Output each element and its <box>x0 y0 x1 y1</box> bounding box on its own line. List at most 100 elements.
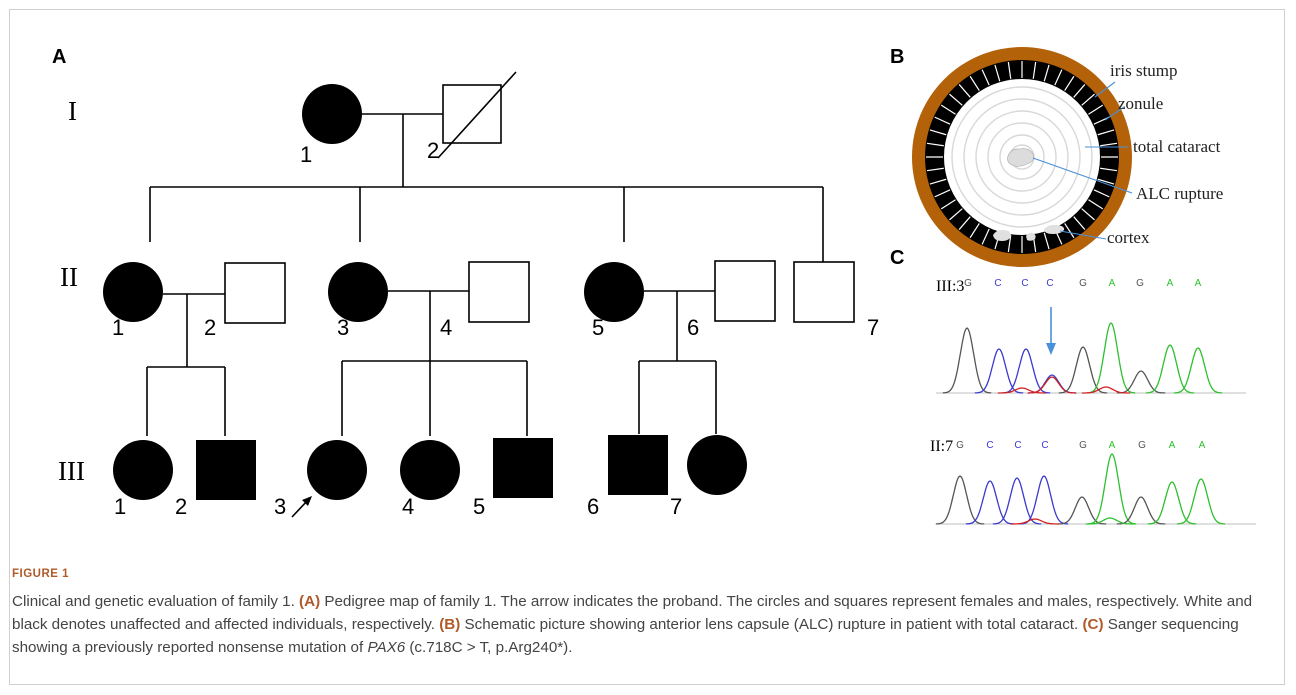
zonule-fiber <box>934 116 951 125</box>
panel-label-a: A <box>52 46 66 68</box>
chromatogram-track-2 <box>935 453 1226 525</box>
id-II-5: 5 <box>592 315 604 340</box>
zonule-fiber <box>940 199 956 210</box>
chromatogram-peak <box>974 348 1024 394</box>
id-III-7: 7 <box>670 494 682 519</box>
zonule-fiber <box>1081 208 1095 221</box>
pedigree-female-affected <box>400 440 460 500</box>
zonule-fiber <box>1007 235 1012 253</box>
zonule-fiber <box>926 167 944 172</box>
chromatogram-peak <box>1057 496 1107 525</box>
zonule-fiber <box>1043 64 1050 82</box>
base-call: C <box>1014 440 1021 451</box>
base-call: G <box>956 440 964 451</box>
id-II-3: 3 <box>337 315 349 340</box>
chromatogram-peak <box>1087 453 1137 525</box>
mutation-arrow <box>1046 307 1056 355</box>
generation-label-1: I <box>68 96 77 126</box>
id-III-5: 5 <box>473 494 485 519</box>
zonule-fiber <box>1097 178 1115 185</box>
zonule-fiber <box>1073 216 1086 230</box>
zonule-fiber <box>969 75 980 91</box>
chromatogram-peak <box>997 387 1047 394</box>
zonule-fiber <box>929 178 947 185</box>
zonule-fiber <box>1088 104 1104 115</box>
cortex-fragment <box>1044 224 1065 234</box>
zonule-fiber <box>958 84 971 98</box>
figure-title: FIGURE 1 <box>12 568 70 580</box>
zonule-fiber <box>1007 61 1012 79</box>
generation-label-3: III <box>58 456 85 486</box>
base-call: C <box>1021 278 1028 289</box>
base-call: G <box>1079 278 1087 289</box>
label-alc-rupture: ALC rupture <box>1136 184 1223 203</box>
panel-label-c: C <box>890 247 904 269</box>
id-III-6: 6 <box>587 494 599 519</box>
id-II-4: 4 <box>440 315 452 340</box>
pedigree-female-affected <box>687 435 747 495</box>
pedigree-female-affected-proband <box>307 440 367 500</box>
pedigree-male-deceased <box>442 84 502 144</box>
base-call: C <box>1046 278 1053 289</box>
zonule-fiber <box>1073 84 1086 98</box>
base-call: G <box>964 278 972 289</box>
chromatogram-peak <box>1085 517 1135 525</box>
pedigree-female-affected <box>113 440 173 500</box>
figure-frame: A I II III <box>9 9 1285 685</box>
id-I-2: 2 <box>427 138 439 163</box>
chromatogram-peak <box>1081 386 1131 394</box>
zonule-fiber <box>1100 167 1118 172</box>
zonule-fiber <box>1064 75 1075 91</box>
alc-rupture-patch <box>1007 148 1035 167</box>
zonule-fiber <box>981 228 990 245</box>
chromatogram-peak <box>1010 518 1060 525</box>
base-call: C <box>986 440 993 451</box>
zonule-fiber <box>1100 142 1118 147</box>
label-zonule: zonule <box>1118 94 1163 113</box>
chromatogram-peak <box>1058 346 1108 394</box>
zonule-fibers <box>926 61 1118 253</box>
chromatogram-peak <box>1116 496 1166 525</box>
chromatogram-peak <box>1176 478 1226 525</box>
pedigree-lines <box>146 113 824 436</box>
pedigree-female-affected <box>584 262 644 322</box>
id-III-3: 3 <box>274 494 286 519</box>
chromatogram-peak <box>1147 481 1197 525</box>
pedigree-male-unaffected <box>793 261 855 323</box>
chromatogram-peak <box>1019 475 1069 525</box>
zonule-fiber <box>940 104 956 115</box>
pedigree-male-unaffected <box>224 262 286 324</box>
label-cortex: cortex <box>1107 228 1150 247</box>
proband-arrow <box>291 496 312 518</box>
chromatogram-peak <box>935 475 985 525</box>
sample-id-III-3: III:3 <box>936 278 964 295</box>
chromatogram-peak <box>1173 347 1223 394</box>
base-call: A <box>1199 440 1206 451</box>
base-call: A <box>1169 440 1176 451</box>
cortex-fragment <box>1026 232 1036 241</box>
base-call: A <box>1195 278 1202 289</box>
zonule-fiber <box>1043 232 1050 250</box>
id-III-4: 4 <box>402 494 414 519</box>
lens-rings <box>951 86 1093 228</box>
zonule-fiber <box>949 208 963 221</box>
base-call: A <box>1167 278 1174 289</box>
id-II-7: 7 <box>867 315 879 340</box>
chromatogram-peak <box>1086 322 1136 394</box>
base-call: C <box>1041 440 1048 451</box>
base-call: C <box>994 278 1001 289</box>
chromatogram-peak <box>1116 370 1166 394</box>
zonule-fiber <box>926 142 944 147</box>
id-II-1: 1 <box>112 315 124 340</box>
pedigree-male-affected <box>196 440 256 500</box>
zonule-fiber <box>994 64 1001 82</box>
id-II-2: 2 <box>204 315 216 340</box>
base-call: A <box>1109 440 1116 451</box>
cortex-fragment <box>993 229 1011 241</box>
chromatogram-peak <box>1145 344 1195 394</box>
pedigree-female-affected <box>302 84 362 144</box>
deceased-slash <box>437 71 517 159</box>
pedigree-female-affected <box>328 262 388 322</box>
